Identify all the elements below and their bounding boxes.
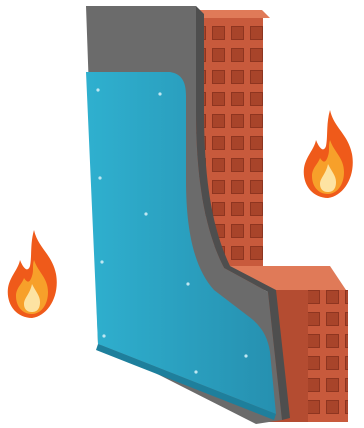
brick-column-lower — [308, 290, 348, 422]
flame-icon — [304, 110, 353, 198]
flame-icon — [8, 230, 57, 318]
brick-top-face — [195, 10, 270, 18]
